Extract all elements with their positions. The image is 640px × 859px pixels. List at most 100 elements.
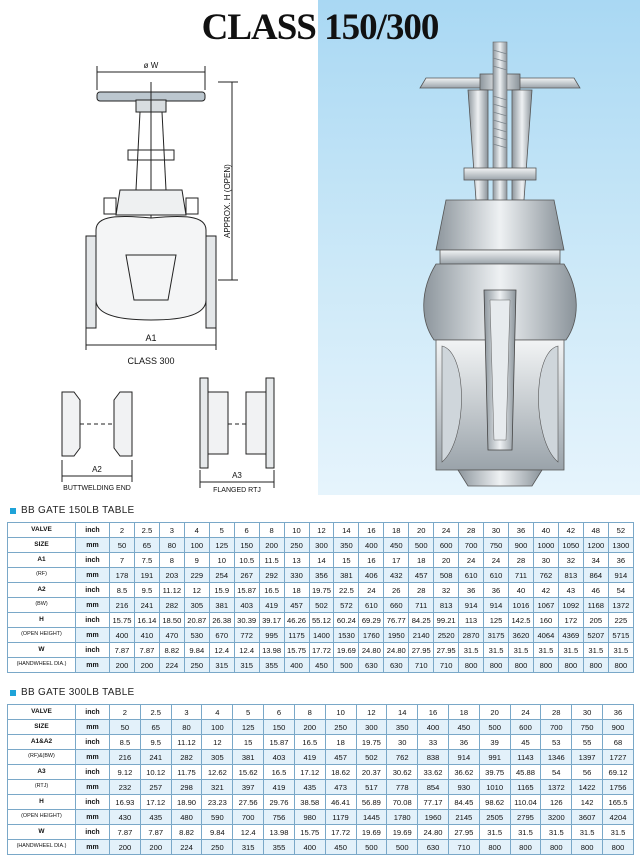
table-cell: 50 [109,537,135,553]
table-cell: 30 [483,522,509,538]
table-cell: 1400 [308,627,335,643]
table-cell: 630 [383,657,410,673]
table-cell: 4 [183,522,210,538]
table-cell: 20 [478,704,511,720]
table-cell: 13.98 [258,642,285,658]
table-cell: 18 [324,734,357,750]
table-cell: 1300 [607,537,635,553]
table-cell: 12 [308,522,335,538]
table-cell: 28 [408,582,435,598]
table-cell: 995 [258,627,285,643]
table-cell: 400 [109,627,135,643]
table-cell: 7.87 [139,824,172,840]
table-cell: 6 [233,522,260,538]
table-cell: 11.5 [258,552,285,568]
table-cell: 50 [109,719,141,735]
table-cell: 711 [408,597,435,613]
row-label-text: A3 [37,767,46,775]
unit-cell: inch [75,642,110,658]
table-cell: 31.5 [508,642,534,658]
table-cell: 800 [582,657,609,673]
table-cell: 28 [508,552,534,568]
table-cell: 610 [358,597,385,613]
table-cell: 457 [283,597,310,613]
row-label: W [7,642,76,658]
table-cell: 800 [571,839,603,855]
table-cell: 27.95 [433,642,460,658]
table-cell: 8.5 [109,734,141,750]
bullet-square-icon [10,507,16,514]
table-cell: 3200 [540,809,573,825]
table-cell: 1067 [532,597,559,613]
illustration-area: CLASS 150/300 [61,0,640,495]
table-cell: 410 [133,627,160,643]
table-cell: 1445 [355,809,388,825]
table-cell: 38.58 [293,794,326,810]
row-label: (OPEN HEIGHT) [7,627,76,643]
table-cell: 1168 [582,597,609,613]
table-cell: 710 [408,657,435,673]
row-sublabel-text: (RTJ) [34,783,49,790]
table-cell: 60.24 [333,612,360,628]
table-cell: 200 [109,657,135,673]
table-cell: 2.5 [139,704,172,720]
table-cell: 241 [133,597,160,613]
table-cell: 24 [433,522,460,538]
row-label: H [7,794,76,810]
table-cell: 20.37 [355,764,388,780]
table-cell: 34 [582,552,609,568]
table-cell: 28 [540,704,573,720]
table-cell: 16 [358,552,385,568]
unit-cell: inch [75,794,110,810]
table-cell: 76.77 [383,612,410,628]
table-cell: 178 [109,567,135,583]
table-cell: 572 [333,597,360,613]
table-cell: 710 [433,657,460,673]
table-cell: 45.88 [509,764,542,780]
table-cell: 18 [447,704,480,720]
table-cell: 1175 [283,627,310,643]
table-150-title: BB GATE 150LB TABLE [10,505,135,516]
table-cell: 330 [283,567,310,583]
table-cell: 778 [386,779,419,795]
table-cell: 800 [607,657,635,673]
table-cell: 470 [158,627,185,643]
table-cell: 3 [170,704,203,720]
table-cell: 31.5 [458,642,485,658]
table-cell: 70.08 [386,794,419,810]
table-cell: 1372 [540,779,573,795]
table-cell: 10 [208,552,235,568]
table-cell: 19.69 [386,824,419,840]
row-label: (RF)&(BW) [7,749,76,765]
table-cell: 2 [109,704,141,720]
table-cell: 200 [139,839,172,855]
class-300-label: CLASS 300 [127,356,174,366]
table-cell: 350 [333,537,360,553]
table-cell: 80 [158,537,185,553]
table-cell: 5 [208,522,235,538]
row-label-text: SIZE [34,722,49,730]
table-cell: 17 [383,552,410,568]
table-cell: 30.39 [233,612,260,628]
table-cell: 700 [458,537,485,553]
row-label: (HANDWHEEL DIA.) [7,657,76,673]
table-cell: 30 [386,734,419,750]
row-sublabel-text: (HANDWHEEL DIA.) [16,661,67,668]
table-cell: 46.26 [283,612,310,628]
row-label: SIZE [7,537,76,553]
flanged-rtj-label: FLANGED RTJ [213,487,261,494]
table-cell: 68 [602,734,634,750]
table-cell: 125 [208,537,235,553]
table-cell: 39.17 [258,612,285,628]
table-cell: 250 [324,719,357,735]
table-cell: 24.80 [383,642,410,658]
table-cell: 435 [139,809,172,825]
table-cell: 450 [324,839,357,855]
unit-cell: inch [75,764,110,780]
table-cell: 42 [557,522,584,538]
table-cell: 298 [170,779,203,795]
